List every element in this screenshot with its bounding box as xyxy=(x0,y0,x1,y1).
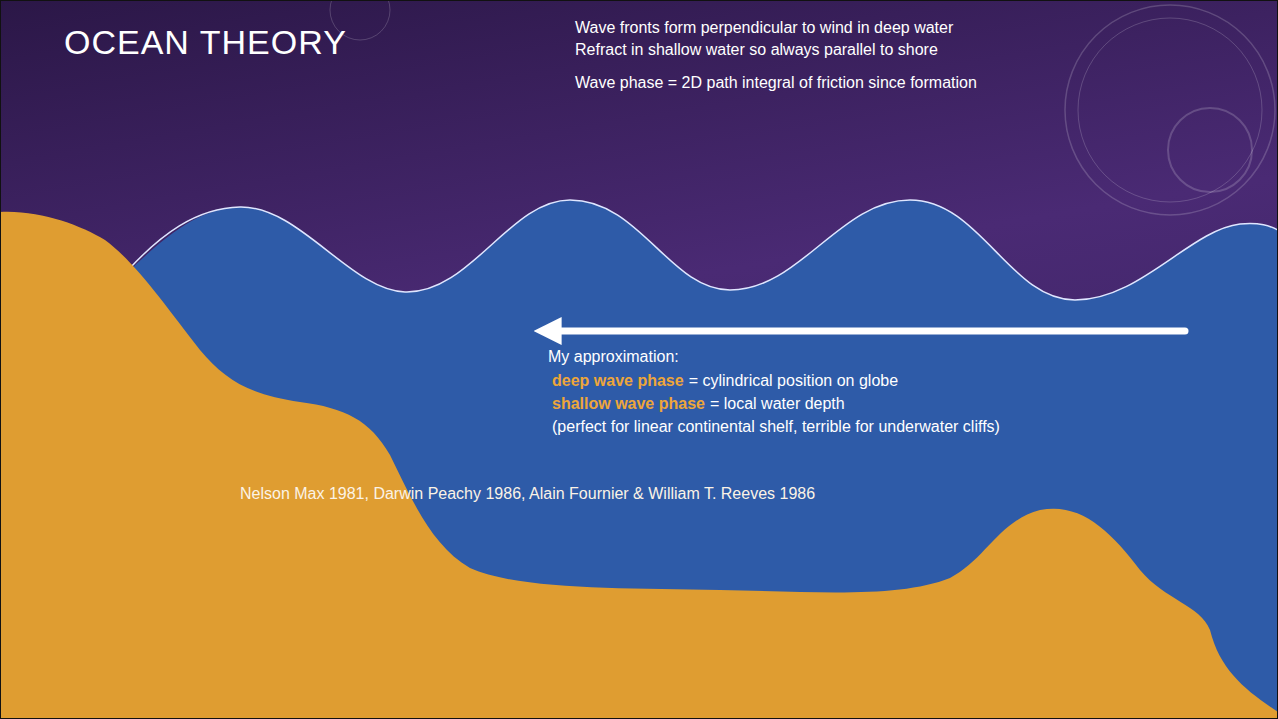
wave-surface xyxy=(130,200,1278,300)
note-text: Wave phase = 2D path integral of frictio… xyxy=(575,72,977,94)
text-row: My approximation: xyxy=(548,346,679,368)
text-row: shallow wave phase= local water depth xyxy=(552,393,845,415)
term-highlight: deep wave phase xyxy=(552,370,684,392)
seabed xyxy=(0,212,1278,719)
text-row: Refract in shallow water so always paral… xyxy=(575,39,938,61)
wind-arrow xyxy=(556,328,1185,335)
text-row: (perfect for linear continental shelf, t… xyxy=(552,416,1000,438)
note-text: Refract in shallow water so always paral… xyxy=(575,39,938,61)
approx-caveat: (perfect for linear continental shelf, t… xyxy=(552,416,1000,438)
decor-circles xyxy=(330,0,1275,215)
term-definition: = local water depth xyxy=(710,393,845,415)
note-text: Wave fronts form perpendicular to wind i… xyxy=(575,17,953,39)
text-row: deep wave phase= cylindrical position on… xyxy=(552,370,898,392)
text-row: Wave fronts form perpendicular to wind i… xyxy=(575,17,953,39)
text-row: Wave phase = 2D path integral of frictio… xyxy=(575,72,977,94)
term-definition: = cylindrical position on globe xyxy=(689,370,898,392)
term-highlight: shallow wave phase xyxy=(552,393,705,415)
slide-title: OCEAN THEORY xyxy=(64,22,347,62)
text-row: Nelson Max 1981, Darwin Peachy 1986, Ala… xyxy=(240,483,815,505)
approx-heading: My approximation: xyxy=(548,346,679,368)
citation: Nelson Max 1981, Darwin Peachy 1986, Ala… xyxy=(240,483,815,505)
